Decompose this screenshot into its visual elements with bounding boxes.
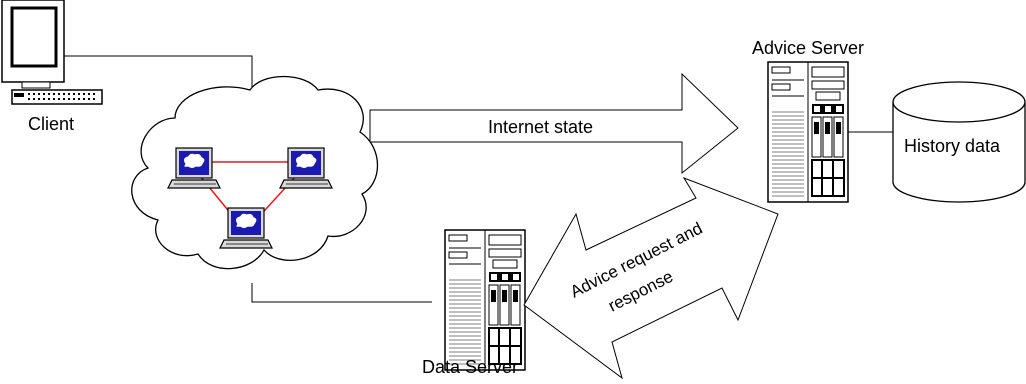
- laptop-node-icon: [279, 147, 333, 189]
- data-server-icon: [444, 229, 526, 371]
- internet-cloud-shape: [131, 75, 379, 270]
- data-server-connector-line: [251, 283, 432, 303]
- advice-server-icon: [767, 61, 849, 203]
- data-server-label: Data Server: [422, 357, 519, 377]
- client-computer-icon: [1, 0, 103, 105]
- advice-server-label: Advice Server: [752, 38, 865, 58]
- advice-request-response-arrow: [523, 177, 779, 380]
- client-connector-line: [64, 55, 253, 92]
- laptop-node-icon: [219, 207, 273, 249]
- client-label: Client: [28, 114, 75, 134]
- laptop-node-icon: [167, 147, 221, 189]
- history-data-database-icon: [892, 81, 1026, 203]
- internet-state-arrow: [369, 72, 739, 175]
- history-data-label: History data: [904, 136, 1001, 156]
- internet-state-label: Internet state: [488, 117, 593, 137]
